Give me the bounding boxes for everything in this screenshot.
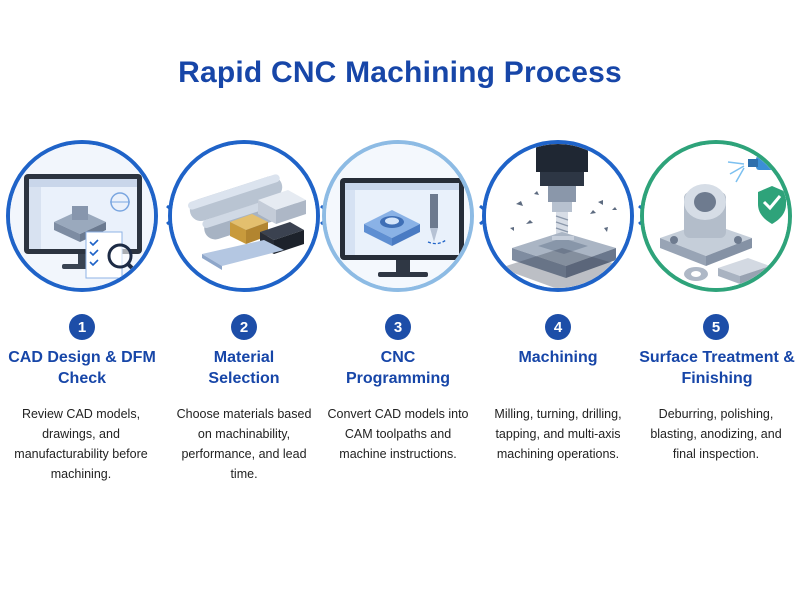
- spindle-milling-icon: [486, 144, 630, 288]
- step-number-badge: 3: [385, 314, 411, 340]
- cam-monitor-icon: [326, 144, 470, 288]
- step-number-badge: 1: [69, 314, 95, 340]
- step-1-illustration: [6, 140, 158, 292]
- step-description: Review CAD models, drawings, and manufac…: [14, 407, 148, 481]
- process-steps: [0, 140, 800, 295]
- step-number-badge: 2: [231, 314, 257, 340]
- step-3-illustration: [322, 140, 474, 292]
- cad-monitor-icon: [10, 144, 154, 288]
- step-description: Choose materials based on machinability,…: [176, 407, 312, 481]
- step-number-badge: 5: [703, 314, 729, 340]
- step-title: CNC Programming: [345, 349, 450, 387]
- step-description: Deburring, polishing, blasting, anodizin…: [650, 407, 782, 461]
- step-description: Milling, turning, drilling, tapping, and…: [494, 407, 622, 461]
- page-title: Rapid CNC Machining Process: [178, 56, 622, 89]
- step-2-illustration: [168, 140, 320, 292]
- step-number-badge: 4: [545, 314, 571, 340]
- step-description: Convert CAD models into CAM toolpaths an…: [327, 407, 469, 461]
- step-title: CAD Design & DFM Check: [8, 349, 156, 387]
- finished-part-icon: [644, 144, 788, 288]
- step-title: Surface Treatment & Finishing: [639, 349, 795, 387]
- step-title: Machining: [518, 349, 598, 366]
- step-4-illustration: [482, 140, 634, 292]
- step-5-illustration: [640, 140, 792, 292]
- material-stock-icon: [172, 144, 316, 288]
- step-title: Material Selection: [208, 349, 280, 387]
